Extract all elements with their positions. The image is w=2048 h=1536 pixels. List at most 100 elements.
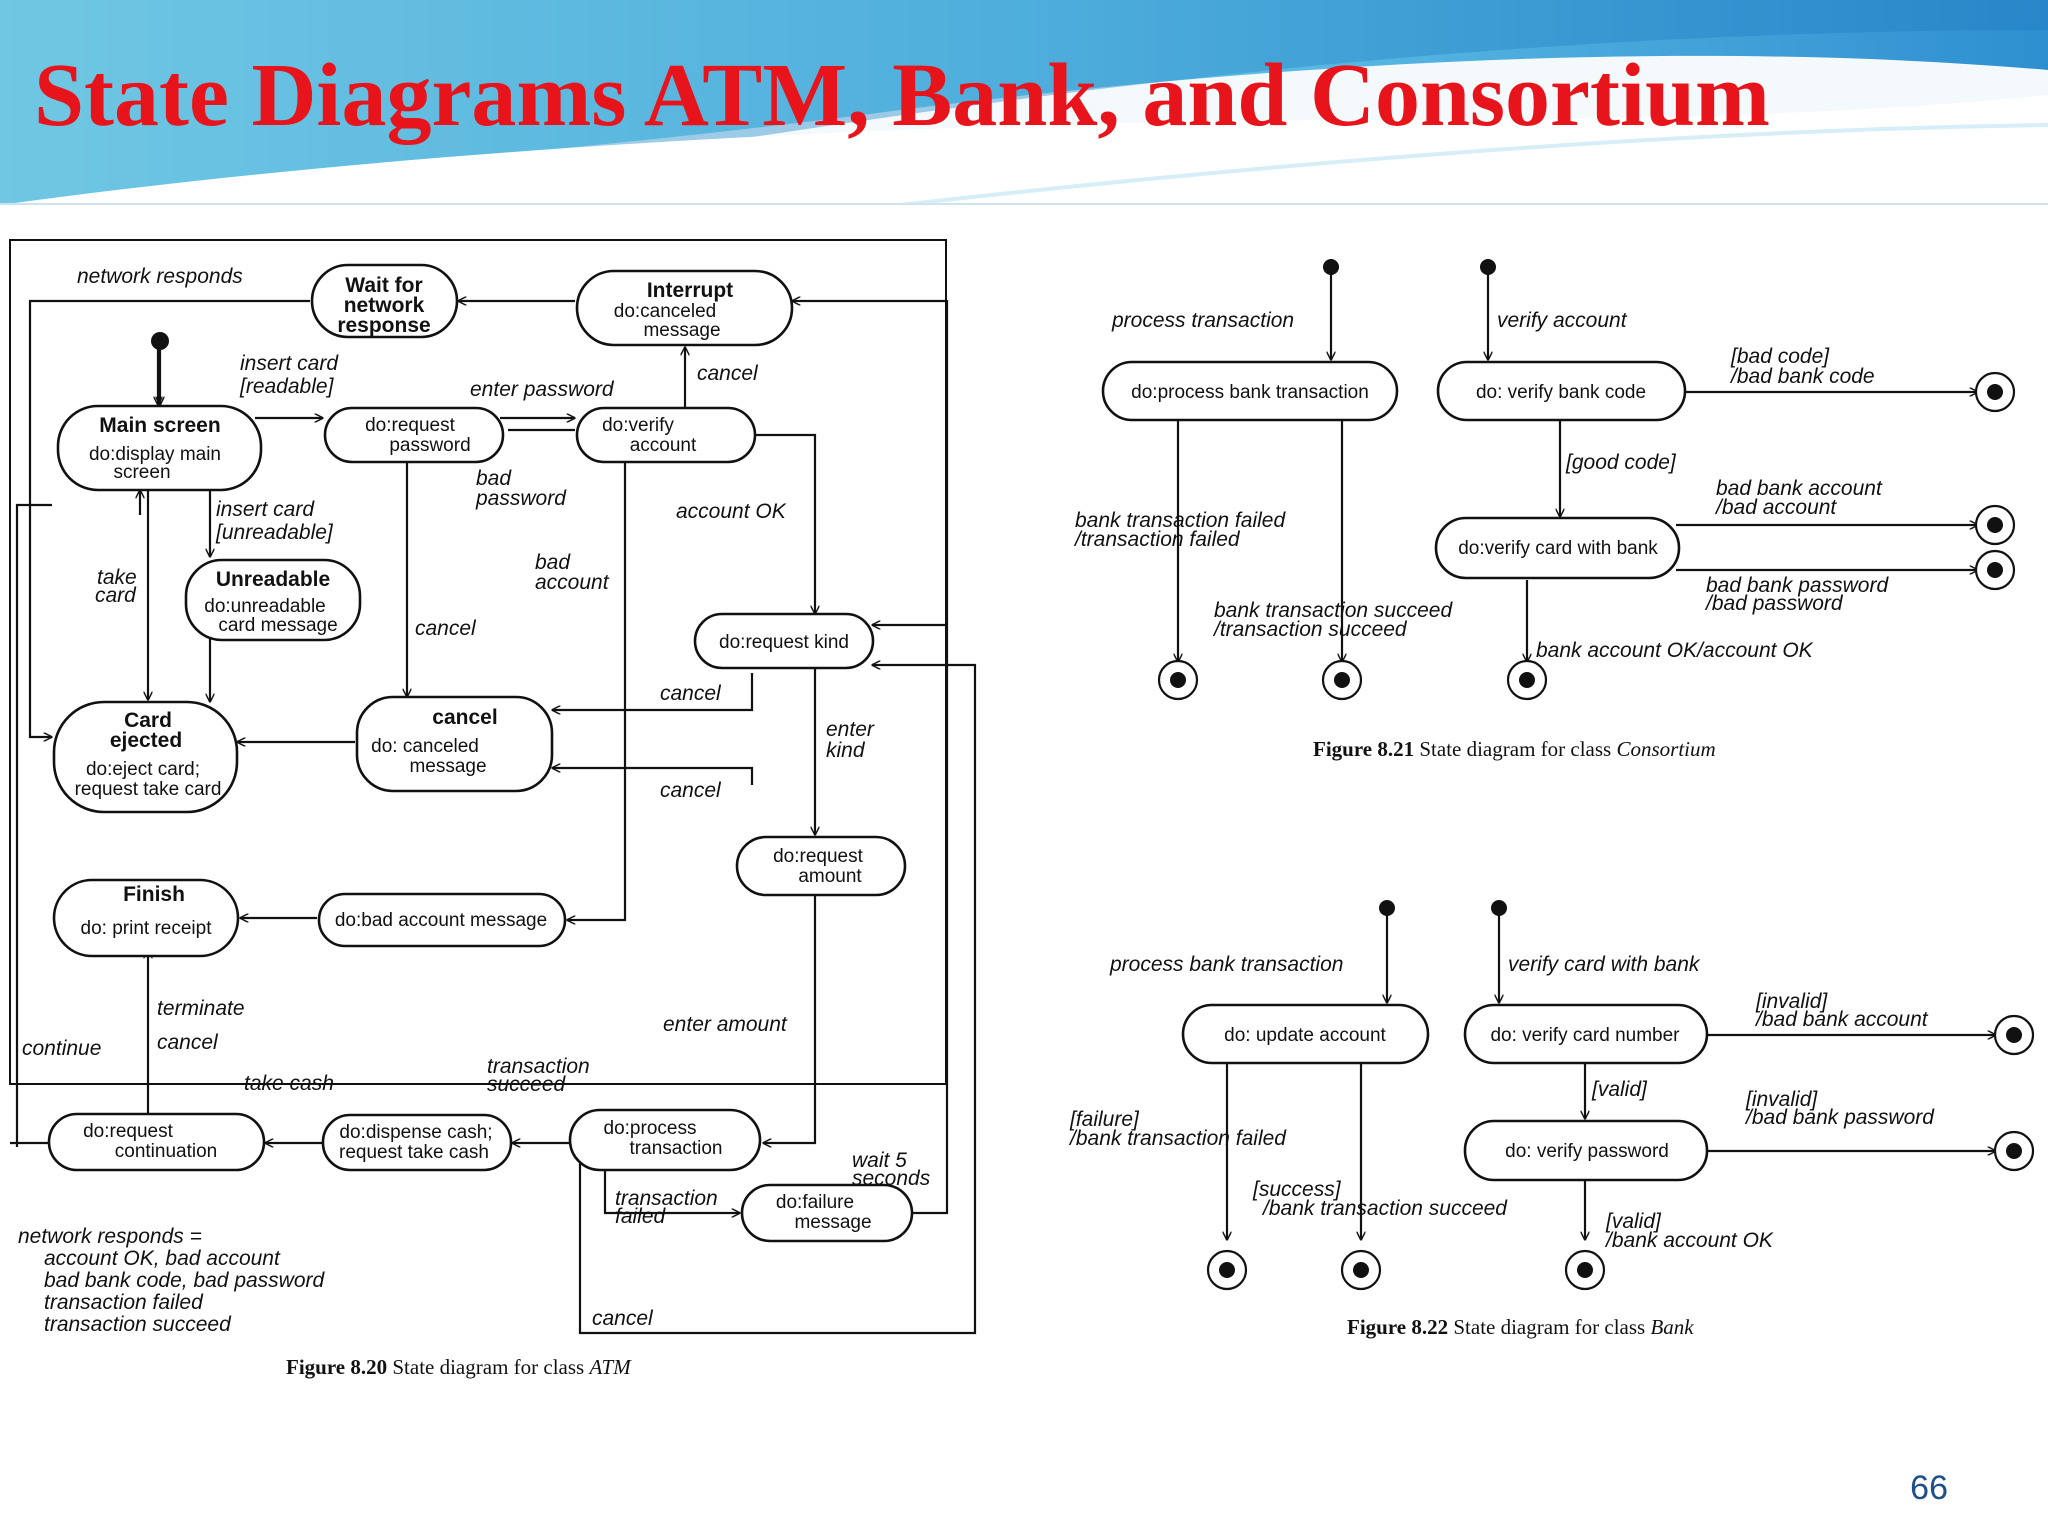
svg-text:seconds: seconds xyxy=(852,1167,931,1190)
svg-text:account: account xyxy=(535,571,610,594)
initial-state-icon xyxy=(1491,900,1507,916)
svg-text:insert card: insert card xyxy=(240,352,339,375)
svg-text:do:unreadable: do:unreadable xyxy=(204,596,326,617)
svg-text:do:request: do:request xyxy=(83,1121,174,1142)
consortium-state-diagram: do:process bank transaction do: verify b… xyxy=(1073,259,2016,761)
final-state-icon xyxy=(1340,1249,1382,1291)
svg-text:enter amount: enter amount xyxy=(663,1013,788,1036)
svg-text:do:verify card with bank: do:verify card with bank xyxy=(1458,538,1658,559)
svg-text:[failure]: [failure] xyxy=(1069,1108,1140,1131)
svg-text:[invalid]: [invalid] xyxy=(1755,990,1828,1013)
svg-text:continue: continue xyxy=(22,1037,101,1060)
svg-text:/bad password: /bad password xyxy=(1704,592,1844,615)
svg-text:/bank transaction succeed: /bank transaction succeed xyxy=(1261,1197,1508,1220)
svg-text:password: password xyxy=(475,487,567,510)
state-verify-bank-code: do: verify bank code xyxy=(1436,360,1687,422)
svg-text:terminate: terminate xyxy=(157,997,245,1020)
svg-text:do:eject card;: do:eject card; xyxy=(86,759,200,780)
atm-state-diagram: Wait for network response Interrupt do:c… xyxy=(9,239,977,1379)
header-banner xyxy=(0,0,2048,205)
svg-text:[readable]: [readable] xyxy=(239,375,335,398)
svg-text:Wait for: Wait for xyxy=(345,274,422,297)
final-state-icon xyxy=(1157,659,1199,701)
svg-text:do:dispense cash;: do:dispense cash; xyxy=(339,1122,492,1143)
svg-text:[invalid]: [invalid] xyxy=(1745,1088,1818,1111)
svg-text:account OK, bad account: account OK, bad account xyxy=(44,1247,281,1270)
state-request-kind: do:request kind xyxy=(693,612,875,670)
svg-text:/transaction failed: /transaction failed xyxy=(1073,528,1241,551)
svg-text:do:process: do:process xyxy=(604,1118,697,1139)
final-state-icon xyxy=(1564,1249,1606,1291)
svg-text:cancel: cancel xyxy=(432,706,497,729)
svg-text:/transaction succeed: /transaction succeed xyxy=(1212,618,1408,641)
svg-text:do:bad account message: do:bad account message xyxy=(335,910,547,931)
svg-text:transaction: transaction xyxy=(615,1187,718,1210)
svg-text:message: message xyxy=(409,756,486,777)
svg-text:succeed: succeed xyxy=(487,1073,567,1096)
svg-text:cancel: cancel xyxy=(415,617,477,640)
svg-text:do:request: do:request xyxy=(365,415,456,436)
final-state-icon xyxy=(1974,549,2016,591)
svg-text:bad: bad xyxy=(476,467,512,490)
state-verify-password: do: verify password xyxy=(1463,1119,1709,1182)
svg-text:bank transaction succeed: bank transaction succeed xyxy=(1214,599,1453,622)
state-update-account: do: update account xyxy=(1181,1003,1430,1065)
svg-text:response: response xyxy=(337,314,430,337)
final-state-icon xyxy=(1993,1130,2035,1172)
svg-text:/bad account: /bad account xyxy=(1714,496,1837,519)
state-interrupt: Interrupt do:canceled message xyxy=(575,269,794,347)
svg-text:take cash: take cash xyxy=(244,1072,334,1095)
svg-text:transaction failed: transaction failed xyxy=(44,1291,204,1314)
final-state-icon xyxy=(1321,659,1363,701)
bank-final-states xyxy=(1206,1014,2035,1291)
svg-text:do: update account: do: update account xyxy=(1224,1025,1386,1046)
bank-transition-labels: process bank transaction verify card wit… xyxy=(1068,953,1935,1252)
svg-text:kind: kind xyxy=(826,739,866,762)
svg-text:Finish: Finish xyxy=(123,883,185,906)
svg-text:bad bank account: bad bank account xyxy=(1716,477,1883,500)
svg-text:network responds =: network responds = xyxy=(18,1225,202,1248)
svg-text:process transaction: process transaction xyxy=(1111,309,1294,332)
atm-transition-labels: network responds insert card [readable] … xyxy=(22,265,931,1330)
svg-text:amount: amount xyxy=(798,866,862,887)
svg-text:transaction: transaction xyxy=(487,1055,590,1078)
figure-8-20-caption: Figure 8.20 State diagram for class ATM xyxy=(286,1355,632,1379)
svg-text:continuation: continuation xyxy=(115,1141,217,1162)
svg-text:screen: screen xyxy=(113,462,170,483)
svg-text:cancel: cancel xyxy=(660,682,722,705)
svg-text:transaction: transaction xyxy=(630,1138,723,1159)
state-main-screen: Main screen do:display main screen xyxy=(56,404,263,492)
svg-text:do:verify: do:verify xyxy=(602,415,674,436)
svg-text:do: verify bank code: do: verify bank code xyxy=(1476,382,1646,403)
svg-text:do:canceled: do:canceled xyxy=(614,301,716,322)
state-dispense-cash: do:dispense cash; request take cash xyxy=(321,1113,513,1172)
svg-text:bad bank code, bad password: bad bank code, bad password xyxy=(44,1269,326,1292)
svg-text:card: card xyxy=(95,584,137,607)
svg-text:message: message xyxy=(643,320,720,341)
state-request-password: do:request password xyxy=(323,406,505,464)
svg-text:account OK: account OK xyxy=(676,500,787,523)
state-request-amount: do:request amount xyxy=(735,835,907,897)
initial-state-icon xyxy=(1323,259,1339,275)
consortium-transition-labels: process transaction verify account [bad … xyxy=(1073,309,1889,662)
svg-text:/bad bank password: /bad bank password xyxy=(1744,1106,1935,1129)
svg-text:insert card: insert card xyxy=(216,498,315,521)
svg-text:process bank transaction: process bank transaction xyxy=(1109,953,1343,976)
initial-state-icon xyxy=(1379,900,1395,916)
svg-text:password: password xyxy=(389,435,470,456)
svg-text:request take cash: request take cash xyxy=(339,1142,489,1163)
initial-state-icon xyxy=(1480,259,1496,275)
svg-text:Interrupt: Interrupt xyxy=(647,279,733,302)
svg-text:bad: bad xyxy=(535,551,571,574)
svg-text:[valid]: [valid] xyxy=(1605,1210,1662,1233)
svg-text:do: verify password: do: verify password xyxy=(1505,1141,1669,1162)
svg-text:/bank transaction failed: /bank transaction failed xyxy=(1068,1127,1287,1150)
svg-text:request take card: request take card xyxy=(75,779,222,800)
final-state-icon xyxy=(1993,1014,2035,1056)
final-state-icon xyxy=(1974,504,2016,546)
final-state-icon xyxy=(1506,659,1548,701)
svg-text:network responds: network responds xyxy=(77,265,243,288)
svg-text:do:request kind: do:request kind xyxy=(719,632,849,653)
svg-text:failed: failed xyxy=(615,1205,667,1228)
state-unreadable: Unreadable do:unreadable card message xyxy=(184,558,362,642)
